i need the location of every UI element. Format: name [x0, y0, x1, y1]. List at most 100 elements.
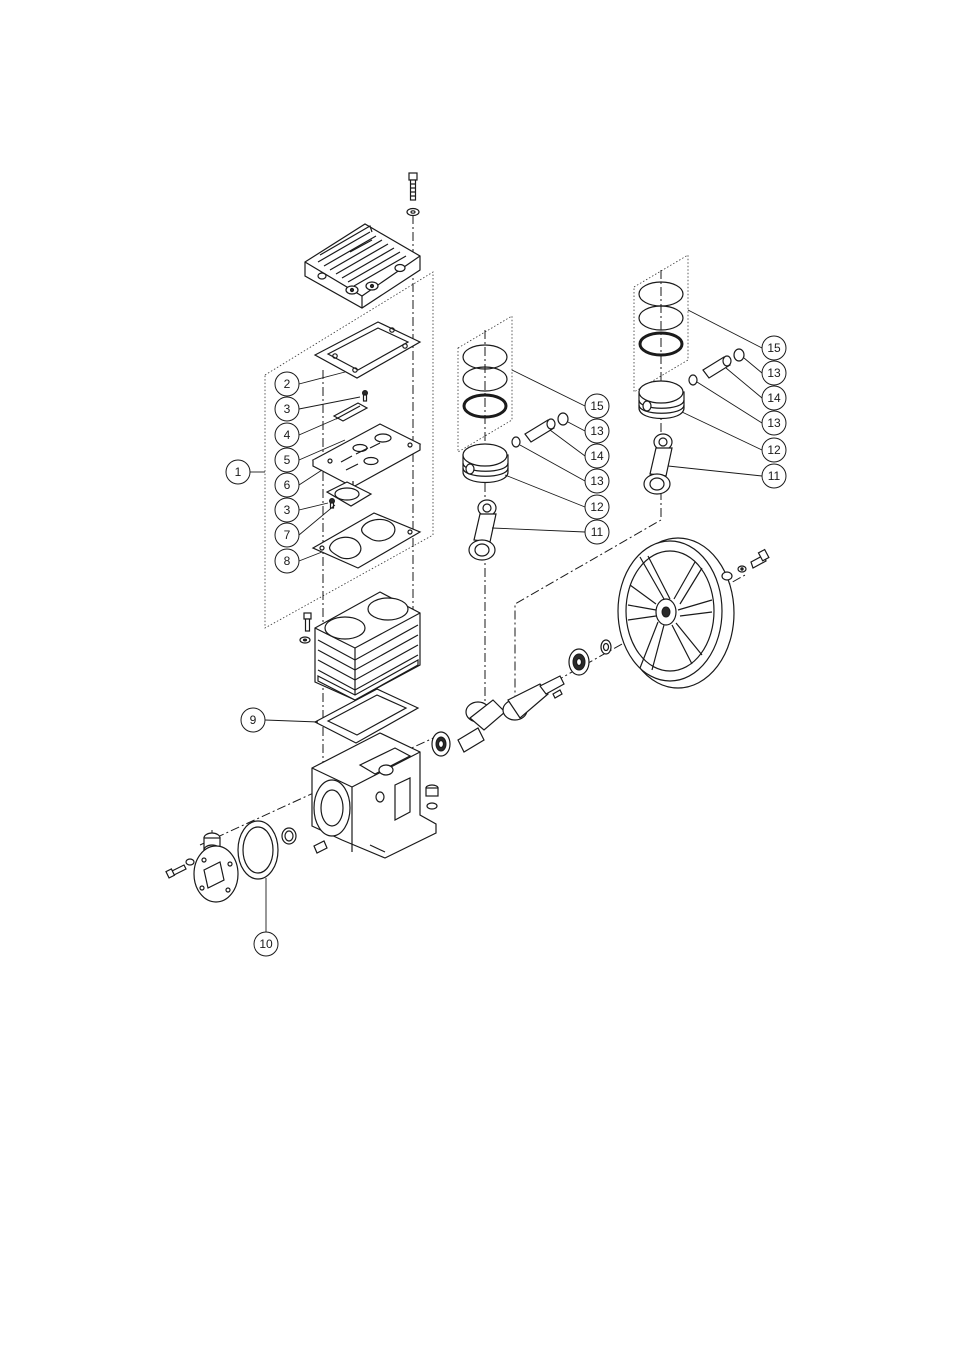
pulley-lock-washer	[738, 566, 746, 572]
leader-14b	[726, 368, 762, 398]
callout-6: 6	[275, 473, 299, 497]
callout-label: 8	[284, 554, 291, 568]
flywheel-pulley	[618, 538, 734, 688]
head-bolt	[409, 173, 417, 200]
callout-13-right-b: 13	[762, 411, 786, 435]
callout-13-left-a: 13	[585, 419, 609, 443]
callout-label: 2	[284, 377, 291, 391]
main-bearing-right	[569, 649, 589, 675]
callout-label: 5	[284, 453, 291, 467]
callout-label: 12	[590, 500, 604, 514]
leader-8	[299, 552, 322, 561]
leader-13a	[568, 422, 585, 431]
leader-2	[299, 372, 345, 384]
crankcase-plug	[282, 828, 296, 844]
callout-5: 5	[275, 448, 299, 472]
leader-11a	[492, 528, 585, 532]
crankcase	[312, 733, 436, 858]
callout-12-right: 12	[762, 438, 786, 462]
part-13-circlip-right-b	[689, 375, 697, 385]
callout-label: 4	[284, 428, 291, 442]
callout-label: 3	[284, 503, 291, 517]
callout-label: 3	[284, 402, 291, 416]
cylinder-washer	[300, 637, 310, 643]
leader-3b	[299, 503, 328, 510]
callout-12-left: 12	[585, 495, 609, 519]
part-12-piston-left	[463, 444, 508, 483]
part-11-connecting-rod-right	[644, 434, 672, 494]
crankshaft	[458, 676, 564, 752]
part-14-wrist-pin-right	[703, 356, 731, 378]
side-cover	[194, 846, 238, 902]
leader-15b	[688, 310, 762, 348]
callout-11-left: 11	[585, 520, 609, 544]
leader-13b	[520, 445, 585, 481]
leader-14a	[550, 430, 585, 456]
callout-8: 8	[275, 549, 299, 573]
part-13-circlip-left-b	[512, 437, 520, 447]
main-bearing-left	[432, 732, 450, 756]
part-12-piston-right	[639, 381, 684, 419]
leader-11b	[668, 466, 762, 476]
pulley-bolt	[751, 550, 769, 568]
callout-14-right: 14	[762, 386, 786, 410]
crankshaft-key	[553, 690, 562, 698]
part-2-head-gasket	[315, 322, 420, 378]
part-11-connecting-rod-left	[469, 500, 496, 560]
callout-3-lower: 3	[275, 498, 299, 522]
callout-3: 3	[275, 397, 299, 421]
drain-screw	[314, 841, 327, 853]
callout-15-left: 15	[585, 394, 609, 418]
callout-label: 11	[768, 469, 781, 483]
callout-label: 11	[591, 525, 604, 539]
cylinder-bolt	[304, 613, 311, 631]
leader-9	[265, 720, 318, 722]
callout-4: 4	[275, 423, 299, 447]
callout-label: 15	[590, 399, 604, 413]
leader-6	[299, 470, 322, 485]
cylinder-head	[305, 224, 420, 308]
part-3-screw-upper	[363, 391, 368, 402]
part-13-circlip-left-a	[558, 413, 568, 425]
cylinder-block	[315, 592, 420, 700]
leader-15a	[512, 370, 585, 406]
callout-label: 15	[767, 341, 781, 355]
callout-label: 6	[284, 478, 291, 492]
callout-label: 7	[284, 528, 291, 542]
leader-13d	[697, 382, 762, 423]
cover-screw	[166, 859, 194, 878]
oil-seal	[601, 640, 611, 654]
oil-fill-plug	[426, 785, 438, 809]
leader-13c	[744, 358, 762, 373]
part-4-reed-retainer	[334, 403, 367, 421]
head-washer	[407, 209, 419, 216]
callout-15-right: 15	[762, 336, 786, 360]
callout-label: 1	[235, 465, 242, 479]
callout-label: 13	[767, 416, 781, 430]
callout-1: 1	[226, 460, 250, 484]
leader-12b	[682, 412, 762, 450]
leader-4	[299, 418, 338, 435]
callout-label: 14	[767, 391, 781, 405]
part-13-circlip-right-a	[734, 349, 744, 361]
callout-label: 12	[767, 443, 781, 457]
callout-11-right: 11	[762, 464, 786, 488]
leader-7	[299, 505, 335, 535]
callout-10: 10	[254, 932, 278, 956]
callout-13-left-b: 13	[585, 469, 609, 493]
callout-14-left: 14	[585, 444, 609, 468]
part-6-valve-plate	[313, 424, 420, 487]
part-10-cover-gasket	[238, 821, 278, 879]
pulley-washer	[722, 572, 732, 580]
callout-7: 7	[275, 523, 299, 547]
callout-label: 14	[590, 449, 604, 463]
leader-12a	[505, 475, 585, 507]
callout-label: 13	[590, 474, 604, 488]
part-8-valve-plate-gasket	[313, 513, 420, 568]
callout-9: 9	[241, 708, 265, 732]
callout-label: 10	[259, 937, 273, 951]
callout-2: 2	[275, 372, 299, 396]
callout-label: 13	[590, 424, 604, 438]
callout-label: 9	[250, 713, 257, 727]
